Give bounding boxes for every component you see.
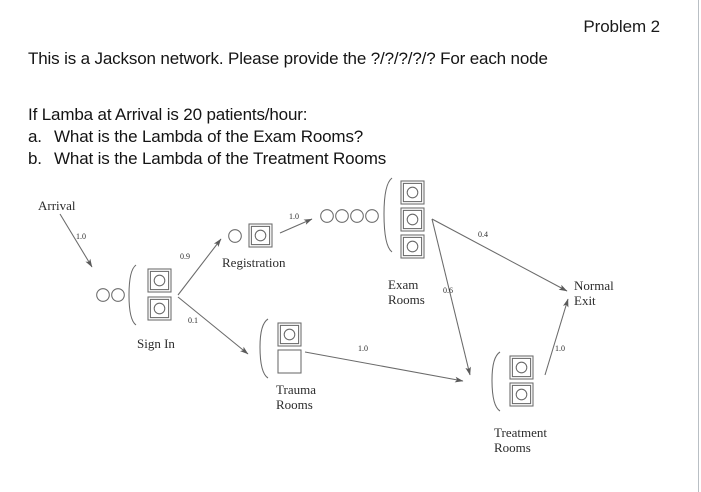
signin-queue-circle-2 xyxy=(111,288,125,302)
treatment-server-2 xyxy=(509,382,534,407)
treatment-bracket xyxy=(491,351,501,412)
question-b-marker: b. xyxy=(28,149,42,168)
node-label-treatment-rooms: Treatment Rooms xyxy=(494,425,547,455)
edge-exam-to-treatment xyxy=(431,218,471,376)
exam-server-2 xyxy=(400,207,425,232)
node-label-normal-exit-line2: Exit xyxy=(574,293,596,308)
signin-queue-circle-1 xyxy=(96,288,110,302)
exam-queue-circle-1 xyxy=(320,209,334,223)
edge-rate-treatment-to-normal-exit: 1.0 xyxy=(555,344,565,353)
signin-server-1 xyxy=(147,268,172,293)
question-item-a: a. What is the Lambda of the Exam Rooms? xyxy=(28,127,363,147)
problem-statement: This is a Jackson network. Please provid… xyxy=(28,49,548,68)
exam-server-3 xyxy=(400,234,425,259)
page-title: Problem 2 xyxy=(583,17,660,36)
page-right-border xyxy=(698,0,699,492)
node-label-exam-rooms-line1: Exam xyxy=(388,277,419,292)
edge-rate-signin-to-trauma: 0.1 xyxy=(188,316,198,325)
signin-server-2 xyxy=(147,296,172,321)
registration-queue-circle-1 xyxy=(228,229,242,243)
signin-bracket xyxy=(128,264,137,326)
edge-arrival-to-signin xyxy=(59,213,93,268)
exam-bracket xyxy=(383,177,393,253)
node-label-treatment-rooms-line1: Treatment xyxy=(494,425,547,440)
registration-server-1 xyxy=(248,223,273,248)
node-label-exam-rooms: Exam Rooms xyxy=(388,277,425,307)
edge-rate-exam-to-treatment: 0.6 xyxy=(443,286,453,295)
edge-rate-exam-to-normal-exit: 0.4 xyxy=(478,230,488,239)
question-b-text: What is the Lambda of the Treatment Room… xyxy=(54,149,387,168)
trauma-bracket xyxy=(259,318,269,379)
exam-queue-circle-3 xyxy=(350,209,364,223)
exam-queue-circle-4 xyxy=(365,209,379,223)
edge-treatment-to-normal-exit xyxy=(544,298,569,376)
given-line: If Lamba at Arrival is 20 patients/hour: xyxy=(28,105,308,124)
node-label-normal-exit-line1: Normal xyxy=(574,278,614,293)
node-label-normal-exit: Normal Exit xyxy=(574,278,614,308)
node-label-sign-in: Sign In xyxy=(137,336,175,351)
trauma-server-1 xyxy=(277,322,302,347)
edge-exam-to-normal-exit xyxy=(431,218,568,292)
node-label-exam-rooms-line2: Rooms xyxy=(388,292,425,307)
edge-registration-to-exam xyxy=(279,218,313,234)
question-a-marker: a. xyxy=(28,127,42,146)
question-item-b: b. What is the Lambda of the Treatment Ro… xyxy=(28,149,386,169)
edge-trauma-to-treatment xyxy=(304,351,464,383)
edge-rate-registration-to-exam: 1.0 xyxy=(289,212,299,221)
node-label-treatment-rooms-line2: Rooms xyxy=(494,440,531,455)
edge-rate-arrival-to-signin: 1.0 xyxy=(76,232,86,241)
edge-rate-trauma-to-treatment: 1.0 xyxy=(358,344,368,353)
exam-queue-circle-2 xyxy=(335,209,349,223)
question-a-text: What is the Lambda of the Exam Rooms? xyxy=(54,127,364,146)
node-label-trauma-rooms-line1: Trauma xyxy=(276,382,316,397)
node-label-registration: Registration xyxy=(222,255,286,270)
edge-rate-signin-to-registration: 0.9 xyxy=(180,252,190,261)
exam-server-1 xyxy=(400,180,425,205)
node-label-arrival: Arrival xyxy=(38,198,76,213)
edge-signin-to-registration xyxy=(177,238,222,296)
treatment-server-1 xyxy=(509,355,534,380)
node-label-trauma-rooms: Trauma Rooms xyxy=(276,382,316,412)
node-label-trauma-rooms-line2: Rooms xyxy=(276,397,313,412)
trauma-server-2 xyxy=(277,349,302,374)
edge-signin-to-trauma xyxy=(177,296,249,355)
